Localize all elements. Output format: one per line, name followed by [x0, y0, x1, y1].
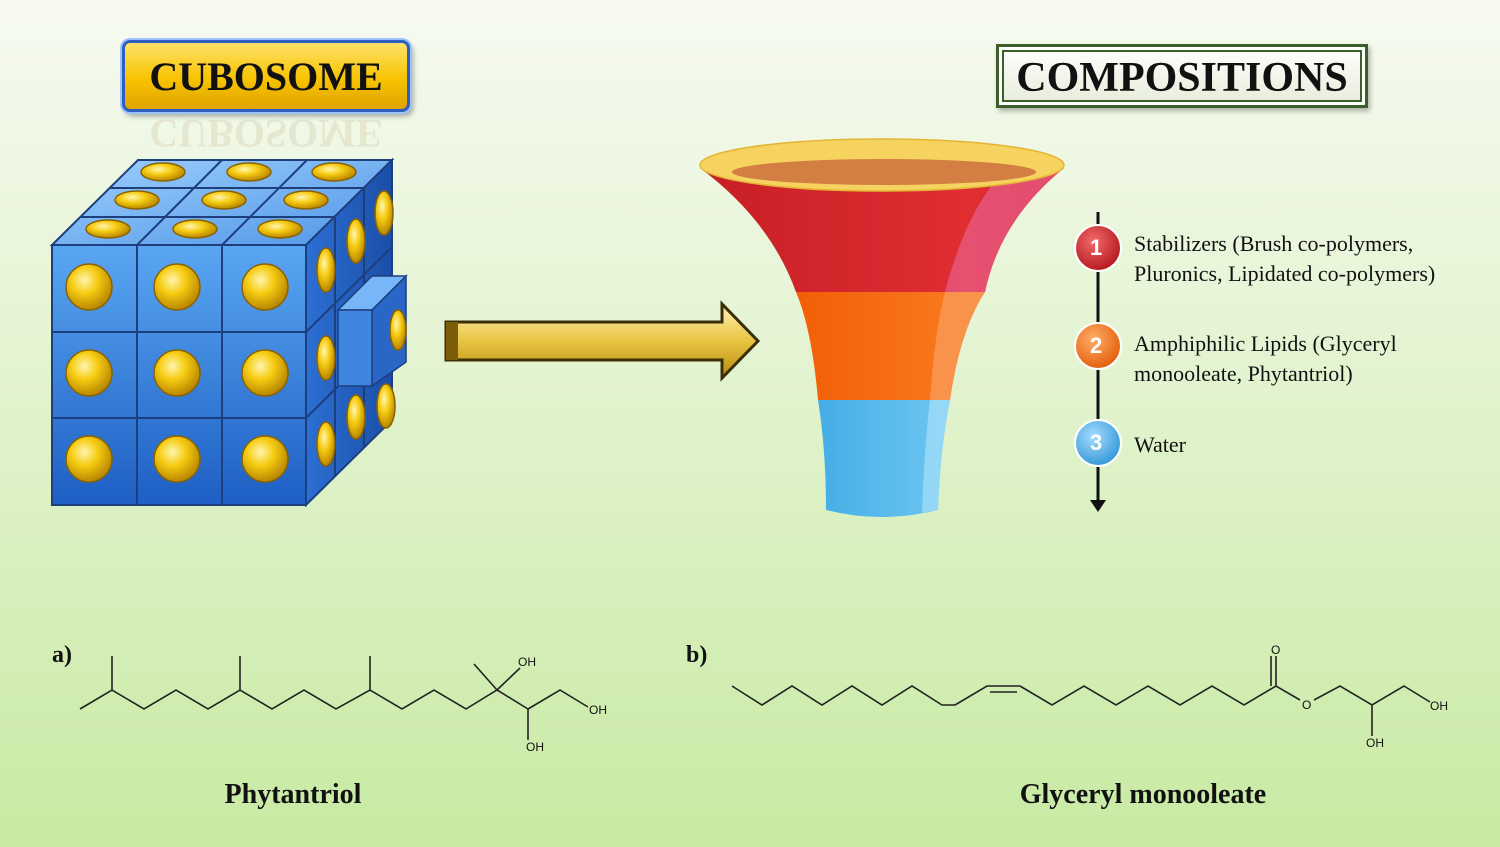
cubosome-title-banner: CUBOSOME: [122, 40, 410, 112]
phytantriol-oh-label: OH: [518, 655, 536, 669]
phytantriol-name: Phytantriol: [224, 779, 362, 810]
gmo-oh-label: OH: [1366, 736, 1384, 750]
glyceryl-monooleate-structure: [731, 656, 1431, 736]
step-3-number: 3: [1090, 430, 1103, 455]
step-3-label-line1: Water: [1134, 432, 1186, 457]
gmo-carbonyl-o-label: O: [1271, 643, 1281, 657]
gmo-ester-o-label: O: [1302, 698, 1312, 712]
step-2-label-line2: monooleate, Phytantriol): [1134, 361, 1353, 386]
step-1-number: 1: [1090, 235, 1103, 260]
right-arrow-icon: [444, 300, 761, 382]
step-2-number: 2: [1090, 333, 1103, 358]
step-1-label-line1: Stabilizers (Brush co-polymers,: [1134, 231, 1414, 256]
glyceryl-monooleate-name: Glyceryl monooleate: [1019, 779, 1267, 810]
phytantriol-structure: [79, 656, 589, 740]
cubosome-cube-icon: [49, 157, 408, 508]
funnel-icon: [699, 138, 1065, 517]
phytantriol-oh-label: OH: [526, 740, 544, 754]
panel-b-label: b): [686, 642, 708, 668]
panel-a-label: a): [52, 642, 72, 668]
gmo-oh-label: OH: [1430, 699, 1448, 713]
compositions-title-banner: COMPOSITIONS: [996, 44, 1368, 108]
step-2-label-line1: Amphiphilic Lipids (Glyceryl: [1134, 331, 1397, 356]
phytantriol-oh-label: OH: [589, 703, 607, 717]
composition-timeline: [1074, 212, 1122, 512]
step-1-label-line2: Pluronics, Lipidated co-polymers): [1134, 261, 1436, 286]
